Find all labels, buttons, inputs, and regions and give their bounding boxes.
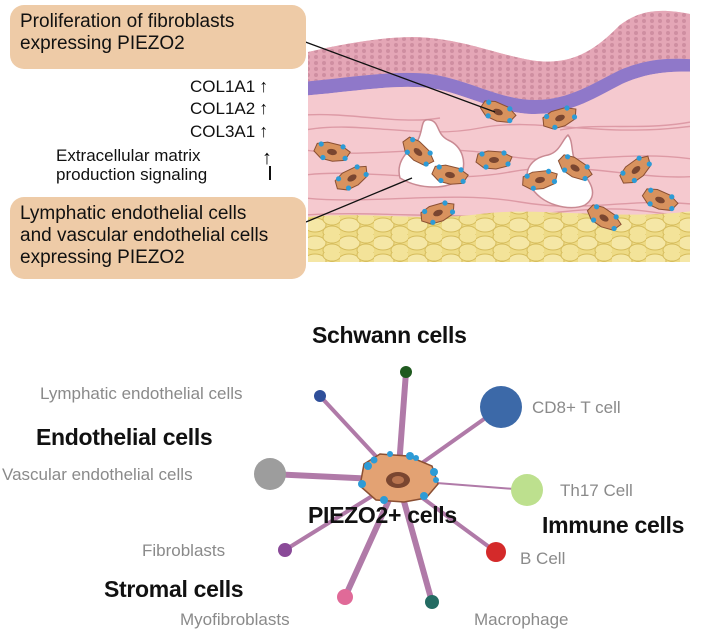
network-node-immune (511, 474, 543, 506)
node-label-th17: Th17 Cell (560, 481, 633, 500)
fibroblast-cell (641, 187, 679, 212)
up-arrow-icon: ↑ (262, 147, 272, 169)
category-immune-label: Immune cells (542, 512, 685, 538)
fibroblast-cell (542, 105, 578, 130)
network-node-immune (480, 386, 522, 428)
marker-col1a2: COL1A2↑ (190, 98, 268, 119)
fibroblast-cell (420, 200, 456, 225)
node-label-lymphatic: Lymphatic endothelial cells (40, 384, 243, 403)
callout-line: expressing PIEZO2 (20, 33, 185, 54)
fibroblast-cell (402, 136, 435, 167)
fibroblast-cell (522, 168, 558, 191)
callout-line: expressing PIEZO2 (20, 247, 185, 268)
ecm-signaling-text: Extracellular matrix production signalin… (56, 146, 207, 184)
fibroblast-cell (619, 155, 652, 184)
network-node-stromal (278, 543, 292, 557)
callout-line: Lymphatic endothelial cells (20, 203, 247, 224)
ecm-line: production signaling (56, 165, 208, 184)
fibroblast-cell (586, 204, 622, 232)
network-node-endothelial (314, 390, 326, 402)
marker-label: COL1A2 (190, 99, 256, 118)
node-label-bcell: B Cell (520, 549, 566, 568)
fibroblast-cell (557, 154, 593, 182)
category-stromal-label: Stromal cells (104, 576, 244, 602)
network-node-immune (486, 542, 506, 562)
category-schwann-label: Schwann cells (312, 322, 467, 348)
network-node-stromal (337, 589, 353, 605)
marker-col1a1: COL1A1↑ (190, 76, 268, 97)
node-label-macrophage: Macrophage (474, 610, 569, 629)
marker-label: COL1A1 (190, 77, 256, 96)
piezo2-cell-icon (358, 451, 439, 504)
fibroblast-cell (431, 164, 469, 185)
fibroblast-cell (479, 99, 517, 124)
callout-line: Proliferation of fibroblasts (20, 11, 235, 32)
marker-col3a1: COL3A1↑ (190, 121, 268, 142)
callout-line: and vascular endothelial cells (20, 225, 269, 246)
marker-label: COL3A1 (190, 122, 256, 141)
endothelial-callout: Lymphatic endothelial cells and vascular… (10, 197, 306, 279)
ecm-line: Extracellular matrix (56, 146, 201, 165)
fibroblast-cell (313, 141, 351, 162)
arrow-stem-icon (269, 166, 271, 180)
up-arrow-icon: ↑ (259, 98, 269, 118)
up-arrow-icon: ↑ (259, 76, 269, 96)
network-node-immune (425, 595, 439, 609)
fibroblast-cell (475, 150, 513, 170)
network-node-schwann (400, 366, 412, 378)
fibroblast-cell (334, 164, 369, 191)
node-label-cd8: CD8+ T cell (532, 398, 621, 417)
node-label-vascular: Vascular endothelial cells (2, 465, 193, 484)
category-endothelial-label: Endothelial cells (36, 424, 213, 450)
network-node-endothelial (254, 458, 286, 490)
up-arrow-icon: ↑ (259, 121, 269, 141)
node-label-fibroblasts: Fibroblasts (142, 541, 226, 560)
node-label-myofibroblasts: Myofibroblasts (180, 610, 290, 629)
center-label: PIEZO2+ cells (308, 502, 457, 528)
fibroblast-callout: Proliferation of fibroblasts expressing … (10, 5, 306, 69)
